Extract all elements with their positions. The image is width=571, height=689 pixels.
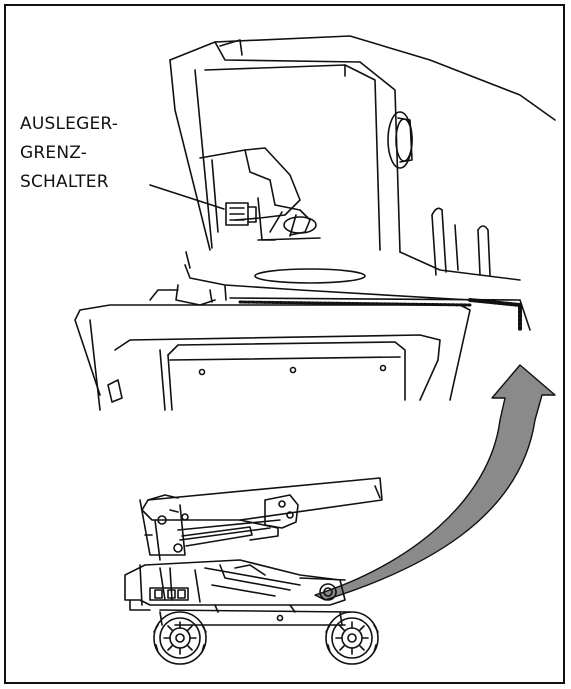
- callout-line-2: GRENZ-: [20, 143, 88, 163]
- limit-switch-icon: [199, 147, 321, 241]
- callout-leader-line: [149, 184, 225, 210]
- curved-arrow-icon: [314, 364, 556, 601]
- boom-lift-icon: [124, 477, 383, 665]
- wheel-icon: [325, 611, 379, 665]
- callout-line-3: SCHALTER: [20, 172, 109, 192]
- boom-housing-detail: [74, 35, 556, 411]
- callout-label-boom-limit-switch: AUSLEGER- GRENZ- SCHALTER: [20, 110, 118, 197]
- wheel-icon: [153, 611, 207, 665]
- callout-line-1: AUSLEGER-: [20, 114, 119, 134]
